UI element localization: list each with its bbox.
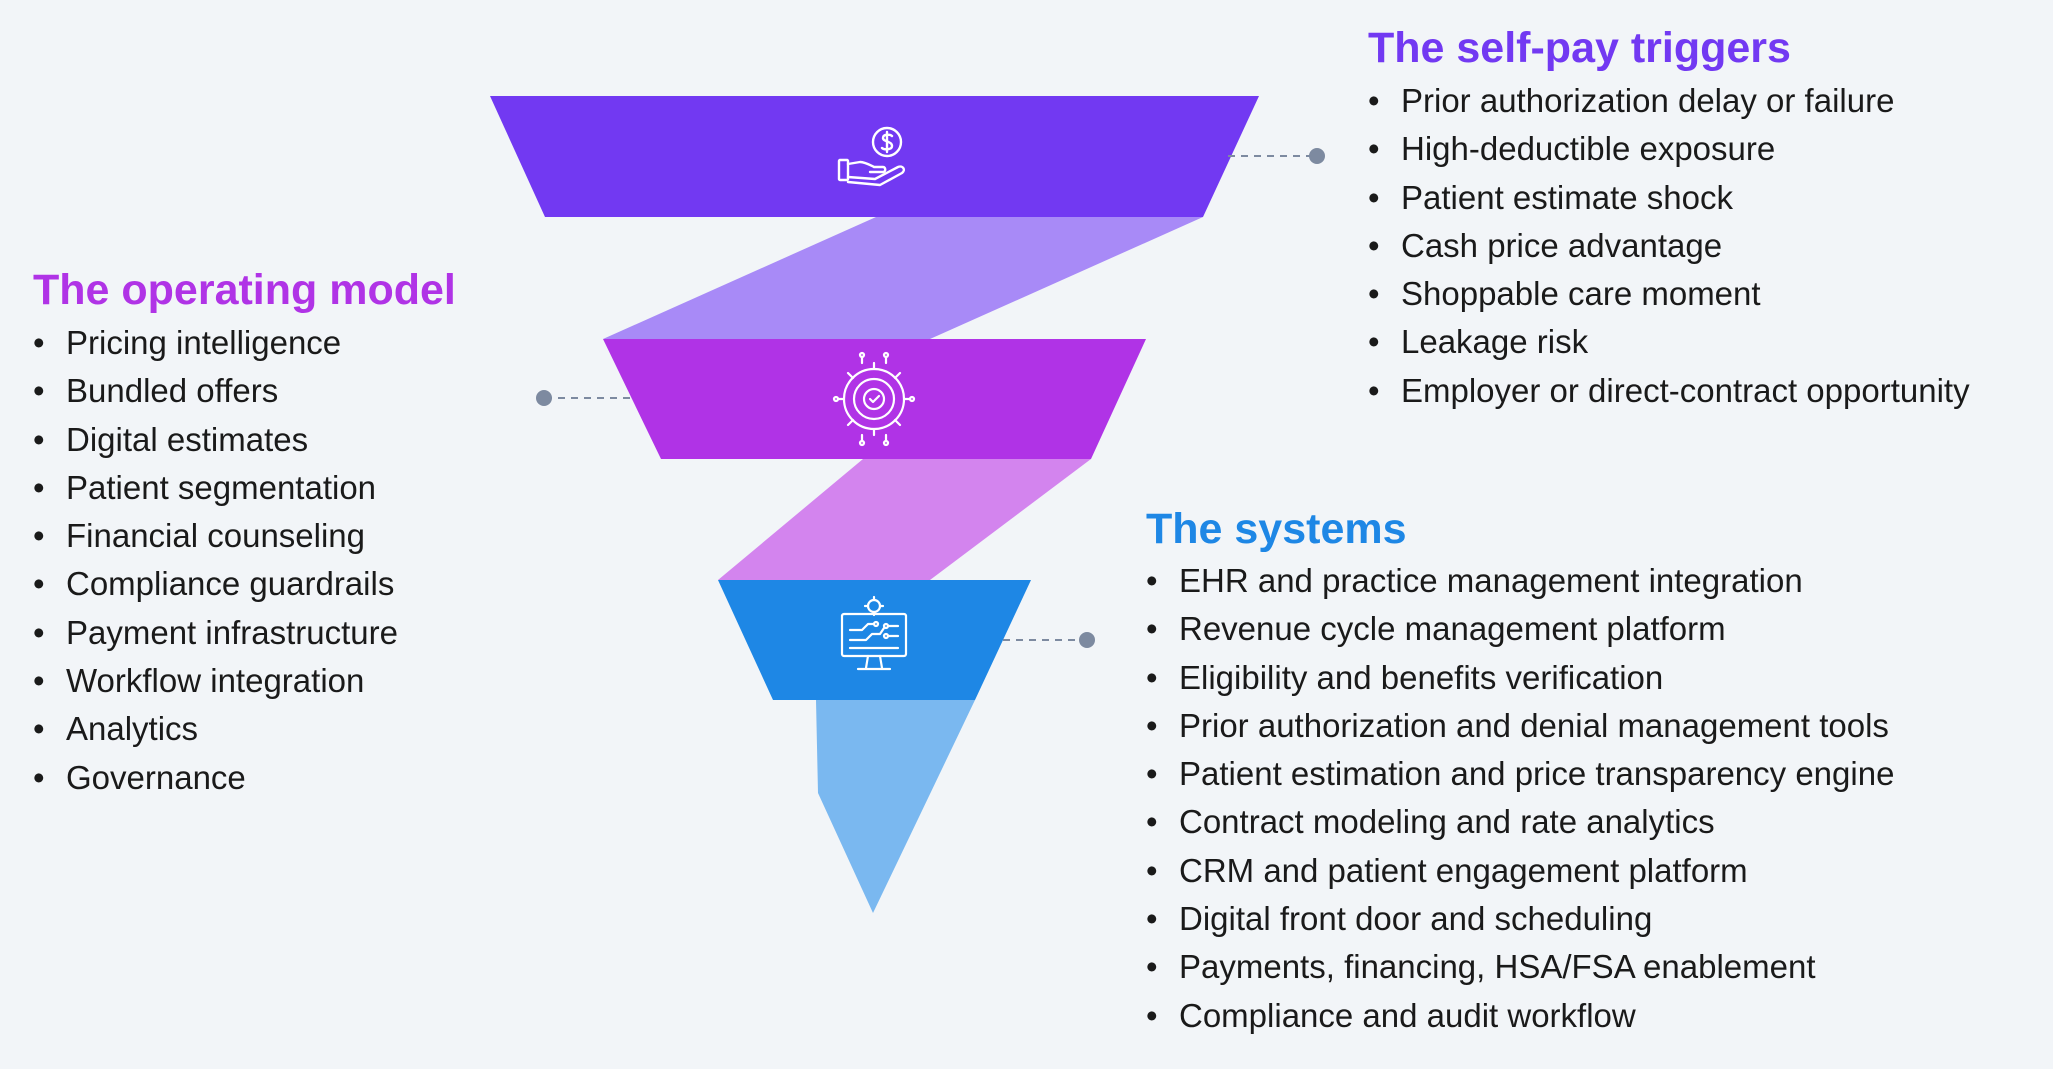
funnel-stage-triggers [490,96,1259,217]
list-item: Revenue cycle management platform [1146,605,1894,654]
list-item: Prior authorization and denial managemen… [1146,702,1894,751]
list-item: Cash price advantage [1368,222,1970,271]
list-item: Digital front door and scheduling [1146,895,1894,944]
section-title-operating-model: The operating model [33,266,456,314]
list-item: Payment infrastructure [33,609,456,658]
operating-model-section: The operating model Pricing intelligence… [33,264,456,802]
list-item: Eligibility and benefits verification [1146,654,1894,703]
self-pay-triggers-section: The self-pay triggers Prior authorizatio… [1368,22,1970,415]
list-item: Shoppable care moment [1368,270,1970,319]
list-item: Prior authorization delay or failure [1368,77,1970,126]
funnel-ribbon-3 [816,700,975,913]
systems-list: EHR and practice management integrationR… [1146,557,1894,1040]
gear-circuit-icon [832,351,916,447]
list-item: Employer or direct-contract opportunity [1368,367,1970,416]
list-item: Patient estimate shock [1368,174,1970,223]
list-item: Patient estimation and price transparenc… [1146,750,1894,799]
list-item: EHR and practice management integration [1146,557,1894,606]
connector-operating [536,390,630,406]
list-item: Governance [33,754,456,803]
funnel-ribbon-1 [603,217,1203,339]
list-item: High-deductible exposure [1368,125,1970,174]
triggers-list: Prior authorization delay or failureHigh… [1368,77,1970,415]
list-item: Financial counseling [33,512,456,561]
connector-systems [1003,632,1095,648]
funnel-stage-systems [718,580,1031,700]
list-item: Contract modeling and rate analytics [1146,798,1894,847]
list-item: Workflow integration [33,657,456,706]
list-item: Pricing intelligence [33,319,456,368]
list-item: Compliance and audit workflow [1146,992,1894,1041]
list-item: Compliance guardrails [33,560,456,609]
list-item: Leakage risk [1368,318,1970,367]
list-item: Patient segmentation [33,464,456,513]
connector-triggers [1228,148,1325,164]
hand-dollar-icon [837,126,906,187]
operating-model-list: Pricing intelligenceBundled offersDigita… [33,319,456,802]
list-item: Bundled offers [33,367,456,416]
list-item: Digital estimates [33,416,456,465]
funnel-ribbon-2 [718,459,1091,580]
systems-section: The systems EHR and practice management … [1146,503,1894,1040]
list-item: Payments, financing, HSA/FSA enablement [1146,943,1894,992]
section-title-systems: The systems [1146,505,1407,553]
monitor-gear-icon [840,595,908,671]
section-title-triggers: The self-pay triggers [1368,24,1791,72]
list-item: CRM and patient engagement platform [1146,847,1894,896]
list-item: Analytics [33,705,456,754]
